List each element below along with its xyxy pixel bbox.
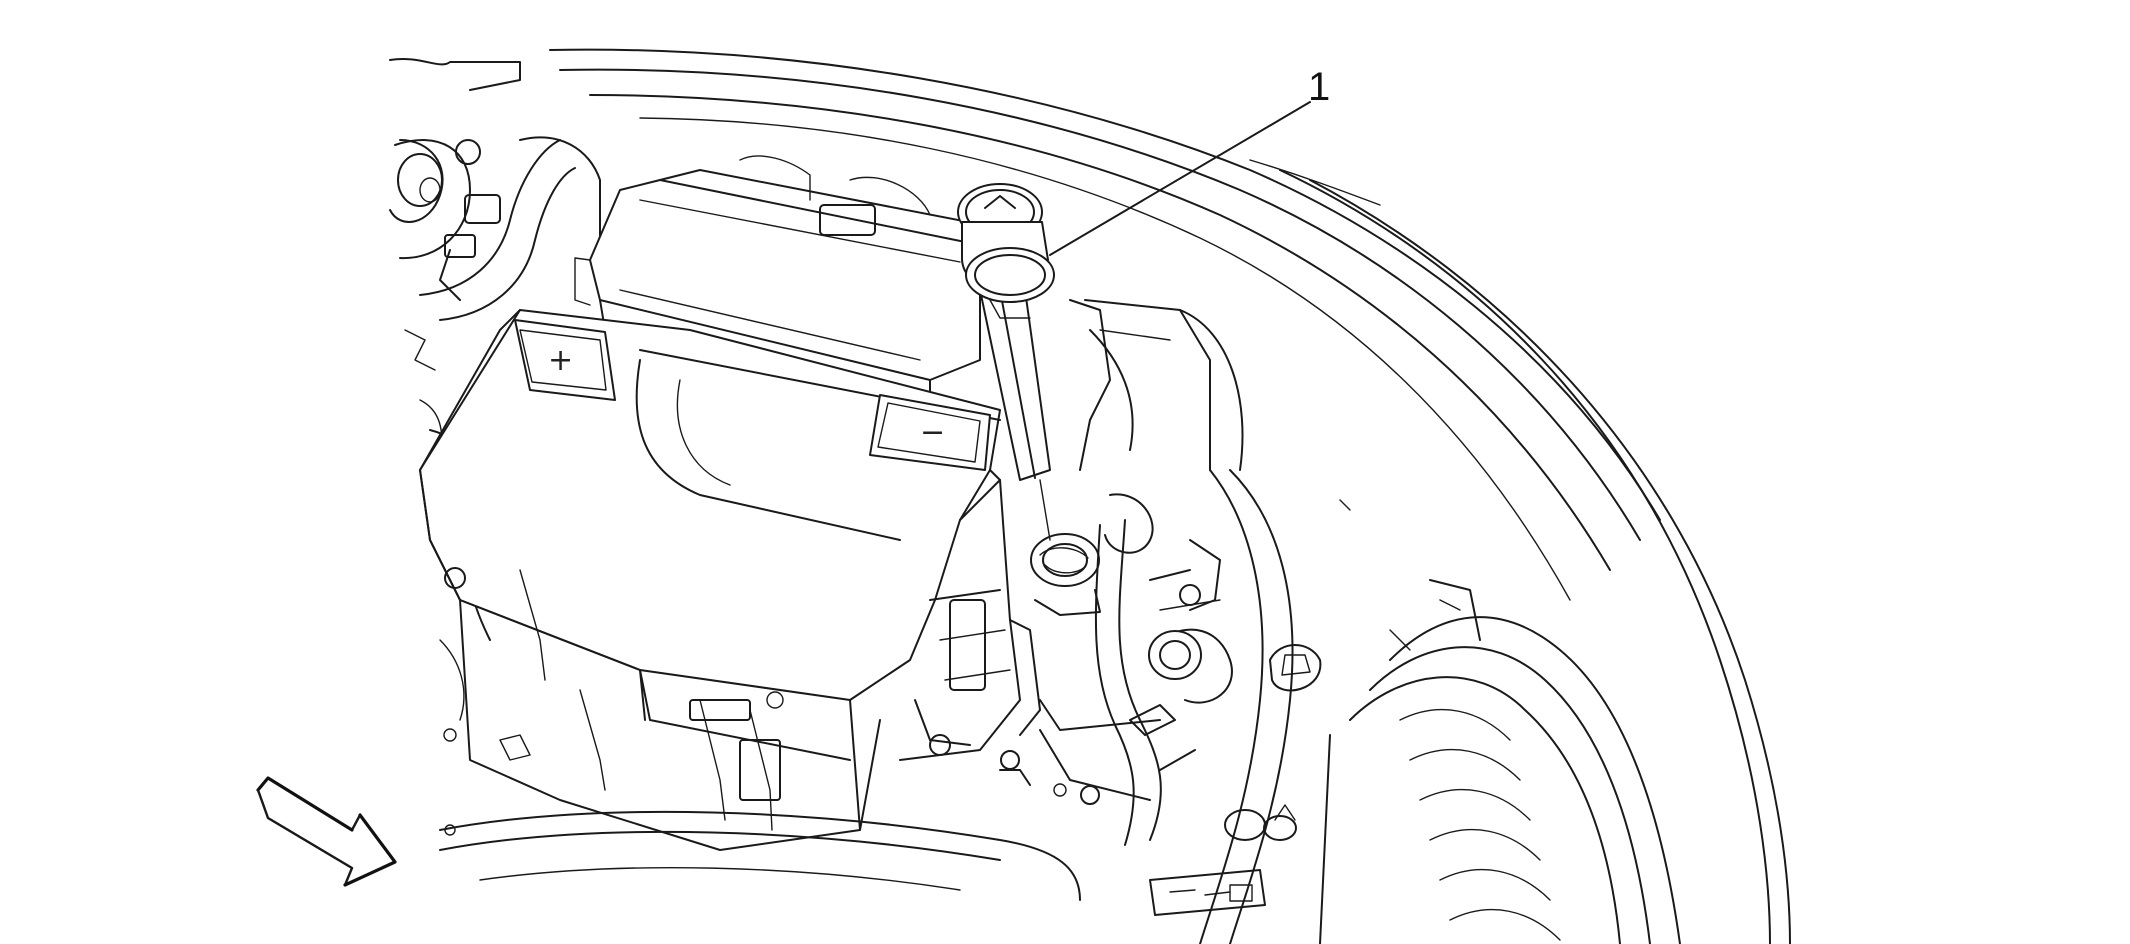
right-side-components bbox=[999, 299, 1322, 944]
negative-terminal-badge: − bbox=[869, 394, 991, 471]
grille-support bbox=[1319, 499, 1681, 944]
negative-terminal-label: − bbox=[920, 415, 945, 450]
callout-1: 1 bbox=[1049, 65, 1330, 256]
lower-fascia-lines bbox=[439, 810, 1266, 916]
washer-fluid-filler-cap bbox=[957, 183, 1101, 616]
positive-terminal-label: + bbox=[548, 343, 573, 378]
callout-1-number: 1 bbox=[1308, 65, 1330, 109]
cowl-panel-lines bbox=[549, 48, 1791, 944]
battery-tray-bracket bbox=[899, 469, 1041, 761]
callout-1-leader-line bbox=[1049, 101, 1311, 256]
front-direction-arrow-icon bbox=[256, 776, 397, 887]
battery-cover bbox=[419, 309, 1001, 851]
fuse-block-cover bbox=[574, 155, 1021, 406]
positive-terminal-badge: + bbox=[514, 319, 616, 401]
